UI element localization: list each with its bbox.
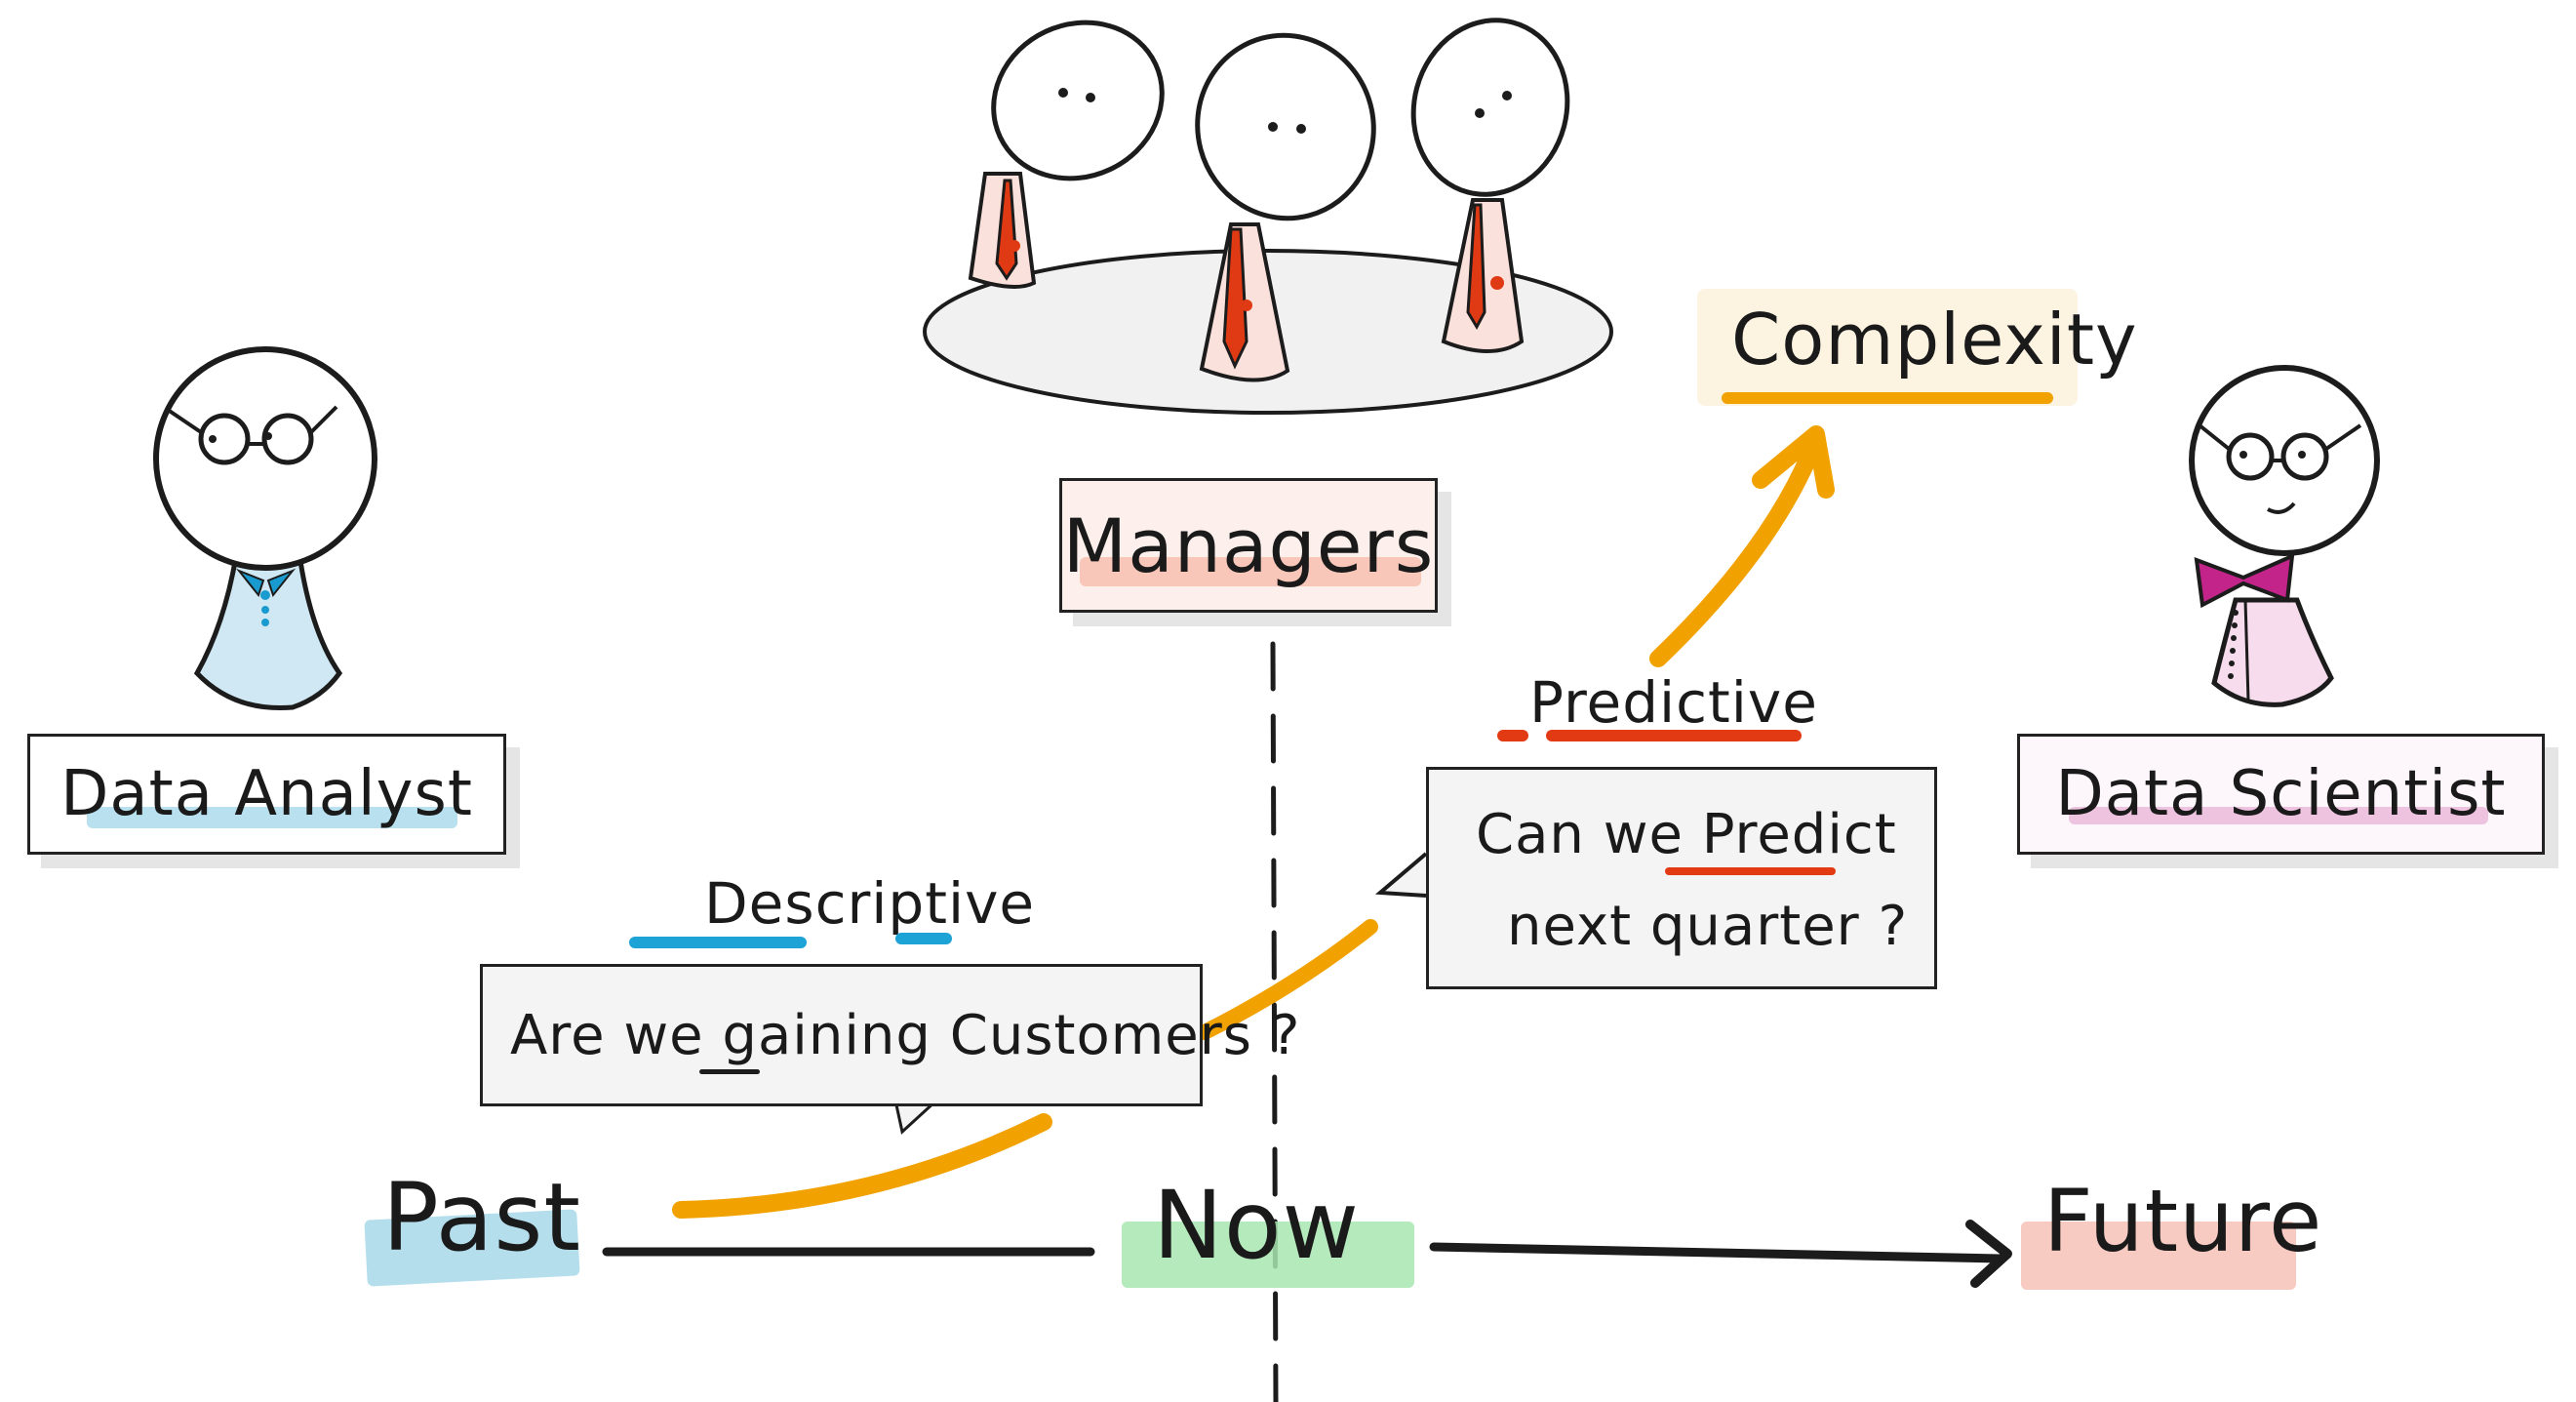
managers-label-box: Managers [1059, 478, 1438, 613]
predictive-underline [1497, 730, 1528, 741]
now-divider-dashed-line [1270, 641, 1279, 1402]
manager-figure-3 [1410, 18, 1570, 353]
descriptive-bubble-tail [893, 1099, 938, 1135]
managers-label: Managers [1062, 501, 1435, 589]
data-scientist-figure [2189, 365, 2380, 707]
data-analyst-head [153, 346, 377, 571]
trend-curve-past [672, 1113, 1052, 1219]
data-analyst-label: Data Analyst [60, 758, 473, 830]
timeline-now-to-future [1429, 1242, 2004, 1263]
gaining-underline [699, 1069, 760, 1074]
predictive-bubble-tail [1374, 852, 1428, 898]
trend-curve-now [1197, 919, 1378, 1040]
data-analyst-figure [153, 346, 377, 711]
manager-head-1 [991, 20, 1165, 181]
descriptive-heading: Descriptive [704, 870, 1036, 937]
predictive-question-line2: next quarter ? [1507, 895, 1909, 958]
data-scientist-label: Data Scientist [2055, 758, 2507, 830]
predictive-question-bubble: Can we Predict next quarter ? [1426, 767, 1937, 989]
complexity-label: Complexity [1731, 299, 2138, 381]
manager-figure-1 [968, 20, 1165, 289]
timeline-past-label: Past [382, 1163, 582, 1272]
future-highlight [2021, 1222, 2296, 1290]
manager-head-3 [1410, 18, 1570, 197]
descriptive-underline [629, 937, 807, 948]
trend-arrowhead [1752, 425, 1835, 499]
complexity-underline [1722, 392, 2053, 404]
predictive-underline-2 [1546, 730, 1802, 741]
managers-highlight [1080, 557, 1421, 586]
descriptive-question-bubble: Are we gaining Customers ? [480, 964, 1299, 1106]
data-analyst-label-box: Data Analyst [27, 734, 506, 855]
complexity-highlight [1697, 289, 2078, 406]
manager-head-2 [1195, 32, 1376, 221]
now-highlight [1122, 1222, 1414, 1288]
predictive-question-line1: Can we Predict [1476, 803, 1897, 866]
predict-underline [1665, 867, 1836, 875]
data-scientist-highlight [2069, 807, 2488, 824]
predictive-heading: Predictive [1529, 669, 1818, 736]
timeline-future-label: Future [2043, 1171, 2323, 1271]
data-analyst-highlight [87, 807, 457, 828]
timeline-now-label: Now [1153, 1171, 1361, 1280]
descriptive-underline-3 [895, 933, 952, 944]
data-scientist-label-box: Data Scientist [2017, 734, 2545, 855]
manager-figure-2 [1195, 32, 1376, 382]
timeline-arrowhead [1965, 1220, 2012, 1288]
descriptive-question: Are we gaining Customers ? [510, 1004, 1301, 1067]
trend-arrow-to-complexity [1649, 430, 1825, 667]
